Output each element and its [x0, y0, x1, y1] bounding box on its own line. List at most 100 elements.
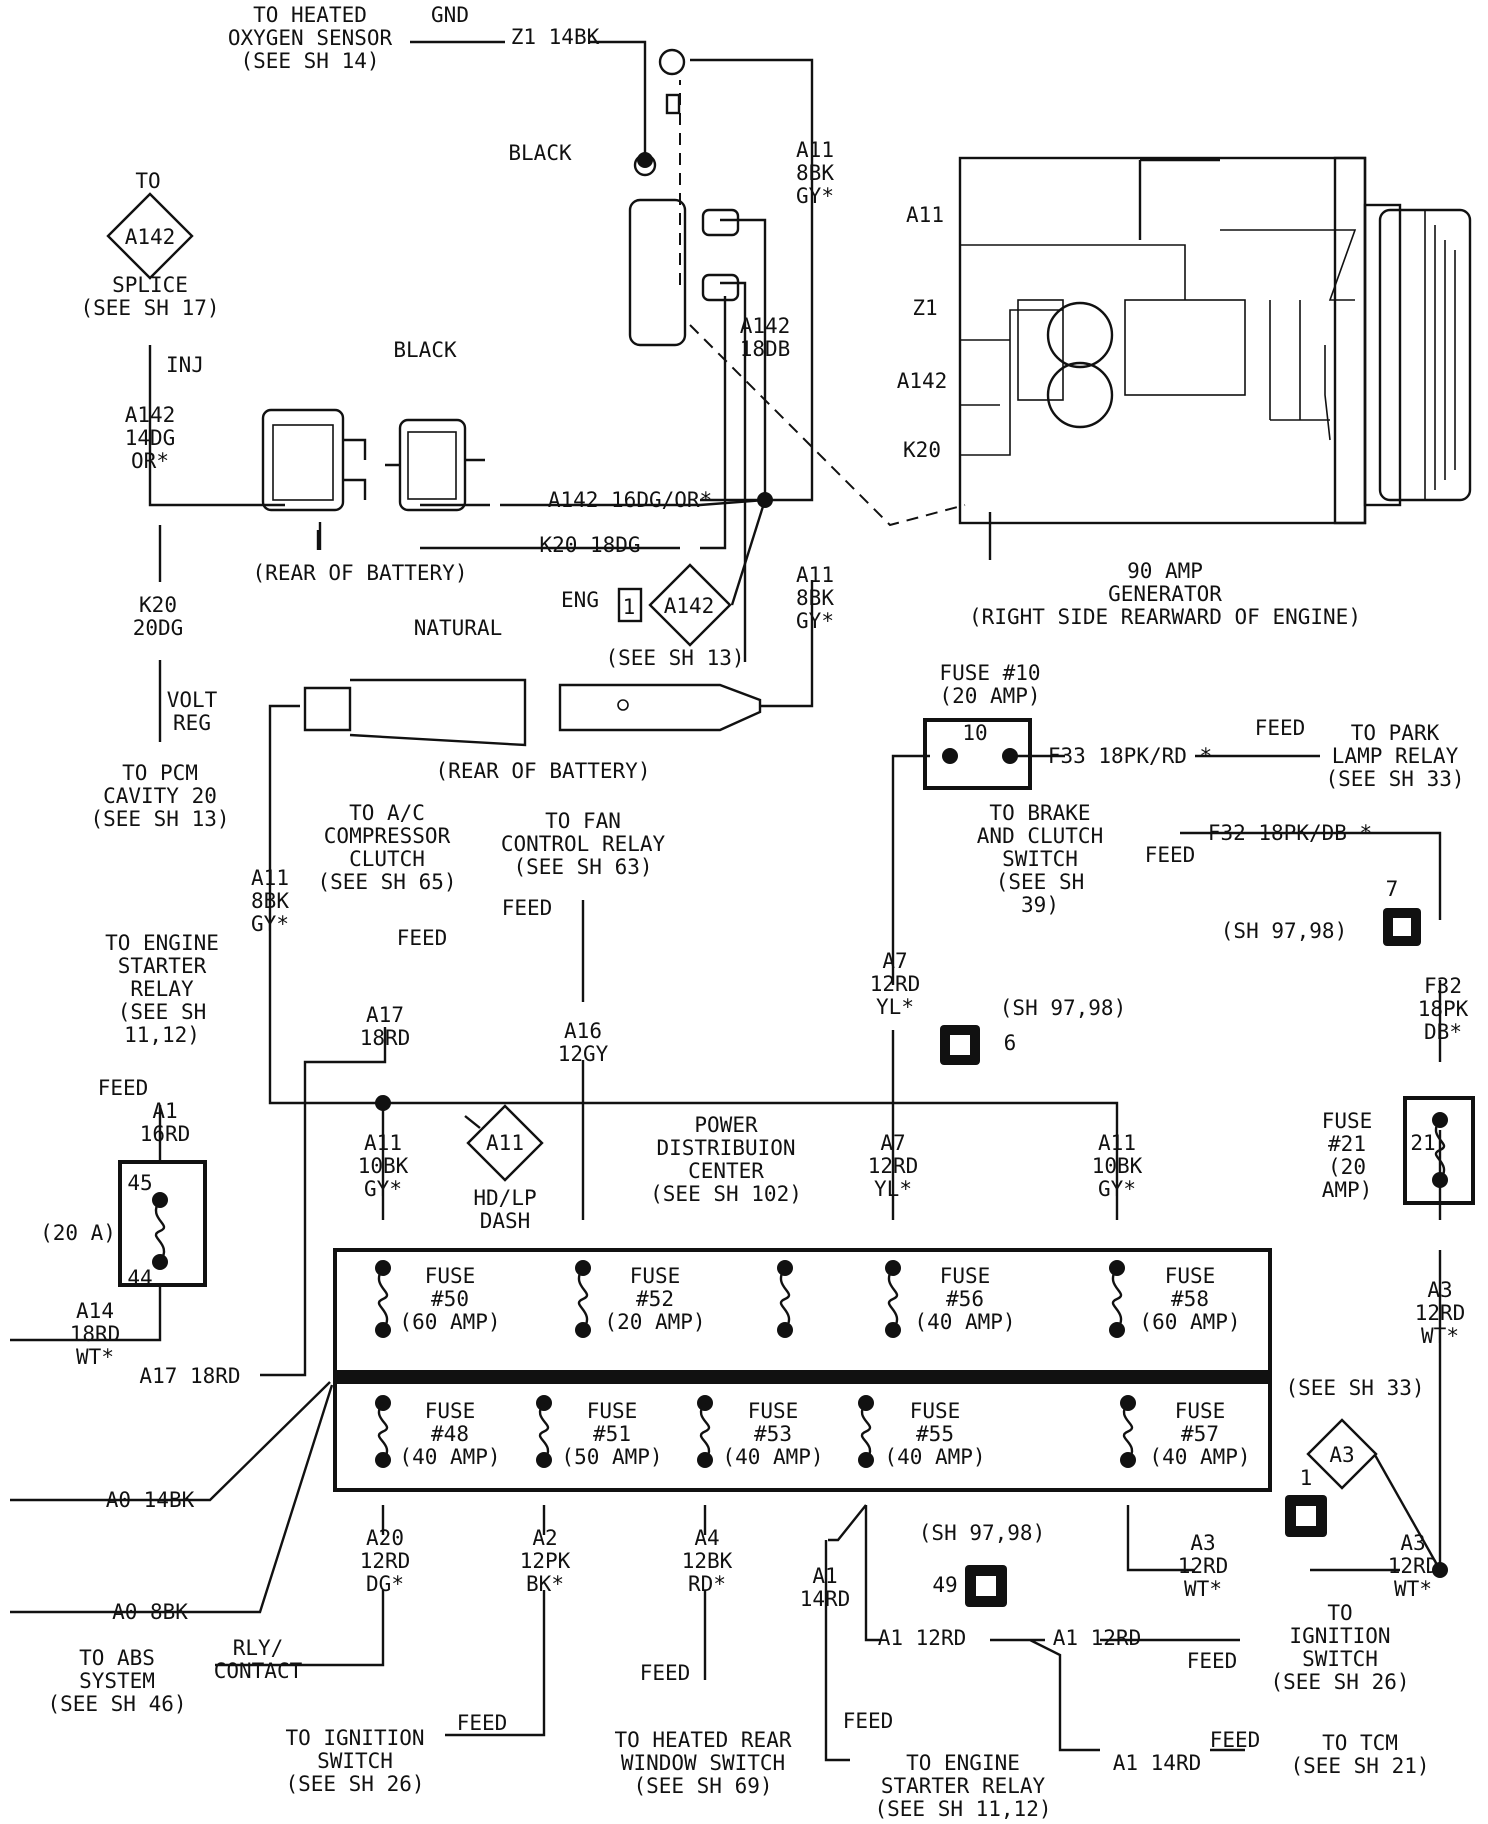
label-a142-splice-diamond: A142: [125, 225, 176, 249]
label-sh97-98-b: (SH 97,98): [1000, 996, 1126, 1020]
fuse-icon: [1111, 1267, 1123, 1331]
fuse-icon: [699, 1402, 711, 1461]
label-eng-1: 1: [623, 595, 636, 619]
label-a3-diamond: A3: [1329, 1443, 1354, 1467]
label-eng: ENG: [561, 588, 599, 612]
battery-connector-right: [385, 418, 485, 512]
label-fuse53: FUSE#53(40 AMP): [722, 1399, 823, 1469]
label-fuse-44: 44: [127, 1266, 152, 1290]
label-z1-14bk: Z1 14BK: [511, 25, 600, 49]
natural-terminal-right: [558, 683, 762, 732]
label-splice-sh17: SPLICE(SEE SH 17): [80, 273, 219, 320]
label-a1-12rd-b: A1 12RD: [1053, 1626, 1142, 1650]
label-fuse21-num: 21: [1410, 1131, 1435, 1155]
label-black-top: BLACK: [508, 141, 572, 165]
splice-dots: [152, 152, 1448, 1578]
label-sh97-98-a: (SH 97,98): [1221, 919, 1347, 943]
label-natural: NATURAL: [414, 616, 503, 640]
fuse-icon: [779, 1267, 791, 1331]
label-cav1: 1: [1300, 1466, 1313, 1490]
label-cav6: 6: [1004, 1031, 1017, 1055]
label-fuse58: FUSE#58(60 AMP): [1139, 1264, 1240, 1334]
fuse-icon: [860, 1402, 872, 1461]
label-feed-fan: FEED: [502, 896, 553, 920]
label-see-sh33: (SEE SH 33): [1285, 1376, 1424, 1400]
battery-connector-left: [261, 408, 367, 512]
label-fuse10-num: 10: [962, 721, 987, 745]
label-to-tcm: TO TCM(SEE SH 21): [1290, 1731, 1429, 1778]
label-fuse57: FUSE#57(40 AMP): [1149, 1399, 1250, 1469]
label-to-a142: TO: [135, 169, 160, 193]
label-feed-tcm: FEED: [1210, 1728, 1261, 1752]
fuse-icon: [538, 1402, 550, 1461]
label-feed-brake: FEED: [1145, 843, 1196, 867]
label-fuse10-title: FUSE #10(20 AMP): [939, 661, 1040, 708]
label-gen-a142: A142: [897, 369, 948, 393]
label-a17-18rd-bot: A17 18RD: [139, 1364, 240, 1388]
generator-body: [958, 156, 1472, 525]
label-rear-battery-1: (REAR OF BATTERY): [253, 561, 468, 585]
fuse-21-box: [1403, 1096, 1475, 1205]
battery-clamp: [628, 48, 740, 347]
a142-splice-diamond-shape: [106, 192, 194, 280]
label-fuse48: FUSE#48(40 AMP): [399, 1399, 500, 1469]
natural-terminal-left: [303, 678, 527, 747]
fuse-left-box: [118, 1160, 207, 1287]
fuse-icon: [377, 1267, 389, 1331]
label-fuse-20a: (20 A): [40, 1221, 116, 1245]
label-fuse52: FUSE#52(20 AMP): [604, 1264, 705, 1334]
label-cav49: 49: [932, 1573, 957, 1597]
label-sh97-98-c: (SH 97,98): [919, 1521, 1045, 1545]
splice-dot-icon: [942, 748, 958, 764]
a3-diamond-shape: [1306, 1418, 1378, 1490]
splice-dot-icon: [1002, 748, 1018, 764]
label-f33: F33 18PK/RD *: [1048, 744, 1212, 768]
label-gen-a11: A11: [906, 203, 944, 227]
label-inj: INJ: [166, 353, 204, 377]
label-feed-ac: FEED: [397, 926, 448, 950]
eng-box: [617, 587, 643, 623]
label-feed-ign-left: FEED: [457, 1711, 508, 1735]
label-fuse55: FUSE#55(40 AMP): [884, 1399, 985, 1469]
label-a0-8bk: A0 8BK: [112, 1600, 188, 1624]
label-feed-park: FEED: [1255, 716, 1306, 740]
label-a1-12rd-a: A1 12RD: [878, 1626, 967, 1650]
label-gen-k20: K20: [903, 438, 941, 462]
label-fuse51: FUSE#51(50 AMP): [561, 1399, 662, 1469]
splice-dot-icon: [637, 152, 653, 168]
fuse-icon: [1434, 1119, 1446, 1181]
label-a142-16dg: A142 16DG/OR*: [548, 488, 712, 512]
label-feed-starter-bot: FEED: [843, 1709, 894, 1733]
label-cav7: 7: [1386, 877, 1399, 901]
splice-dot-icon: [1432, 1562, 1448, 1578]
